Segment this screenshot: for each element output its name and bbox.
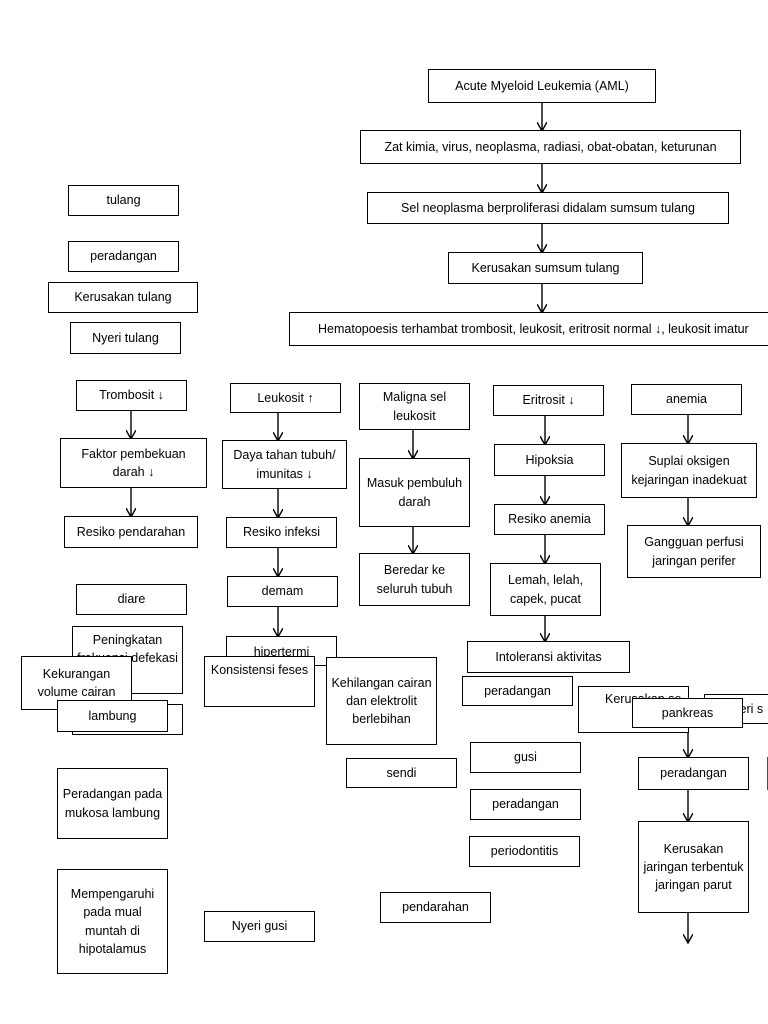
kehilangan-cairan-box: Kehilangan cairan dan elektrolit berlebi… xyxy=(326,657,437,745)
suplai-oksigen-box: Suplai oksigen kejaringan inadekuat xyxy=(621,443,757,498)
konsistensi-feses-box: Konsistensi feses xyxy=(204,656,315,707)
peradangan-pancreas-box: peradangan xyxy=(638,757,749,790)
trombosit-box: Trombosit ↓ xyxy=(76,380,187,411)
leukosit-box: Leukosit ↑ xyxy=(230,383,341,413)
tulang-box: tulang xyxy=(68,185,179,216)
aml-box: Acute Myeloid Leukemia (AML) xyxy=(428,69,656,103)
masuk-pembuluh-box: Masuk pembuluh darah xyxy=(359,458,470,527)
resiko-pendarahan-box: Resiko pendarahan xyxy=(64,516,198,548)
beredar-box: Beredar ke seluruh tubuh xyxy=(359,553,470,606)
daya-tahan-box: Daya tahan tubuh/ imunitas ↓ xyxy=(222,440,347,489)
hipertermi-box: hipertermi xyxy=(226,636,337,666)
cause-box: Zat kimia, virus, neoplasma, radiasi, ob… xyxy=(360,130,741,164)
periodontitis-box: periodontitis xyxy=(469,836,580,867)
peradangan-gusi-box: peradangan xyxy=(470,789,581,820)
intoleransi-box: Intoleransi aktivitas xyxy=(467,641,630,673)
peradangan-gum-box: peradangan xyxy=(462,676,573,706)
gusi-box: gusi xyxy=(470,742,581,773)
hematopoiesis-box: Hematopoesis terhambat trombosit, leukos… xyxy=(289,312,768,346)
pendarahan-box: pendarahan xyxy=(380,892,491,923)
sendi-box: sendi xyxy=(346,758,457,788)
resiko-anemia-box: Resiko anemia xyxy=(494,504,605,535)
eritrosit-box: Eritrosit ↓ xyxy=(493,385,604,416)
kerusakan-tulang-box: Kerusakan tulang xyxy=(48,282,198,313)
kerusakan-jaringan-box: Kerusakan jaringan terbentuk jaringan pa… xyxy=(638,821,749,913)
resiko-infeksi-box: Resiko infeksi xyxy=(226,517,337,548)
peradangan-bone-box: peradangan xyxy=(68,241,179,272)
nyeri-tulang-box: Nyeri tulang xyxy=(70,322,181,354)
hipoksia-box: Hipoksia xyxy=(494,444,605,476)
neoplasm-box: Sel neoplasma berproliferasi didalam sum… xyxy=(367,192,729,224)
faktor-pembekuan-box: Faktor pembekuan darah ↓ xyxy=(60,438,207,488)
demam-box: demam xyxy=(227,576,338,607)
pankreas-box: pankreas xyxy=(632,698,743,728)
lemah-lelah-box: Lemah, lelah, capek, pucat xyxy=(490,563,601,616)
diare-box: diare xyxy=(76,584,187,615)
mual-muntah-box: Mempengaruhi pada mual muntah di hipotal… xyxy=(57,869,168,974)
peradangan-mukosa-box: Peradangan pada mukosa lambung xyxy=(57,768,168,839)
maligna-sel-box: Maligna sel leukosit xyxy=(359,383,470,430)
nyeri-gusi-box: Nyeri gusi xyxy=(204,911,315,942)
anemia-box: anemia xyxy=(631,384,742,415)
gangguan-perfusi-box: Gangguan perfusi jaringan perifer xyxy=(627,525,761,578)
lambung-box: lambung xyxy=(57,700,168,732)
marrow-damage-box: Kerusakan sumsum tulang xyxy=(448,252,643,284)
